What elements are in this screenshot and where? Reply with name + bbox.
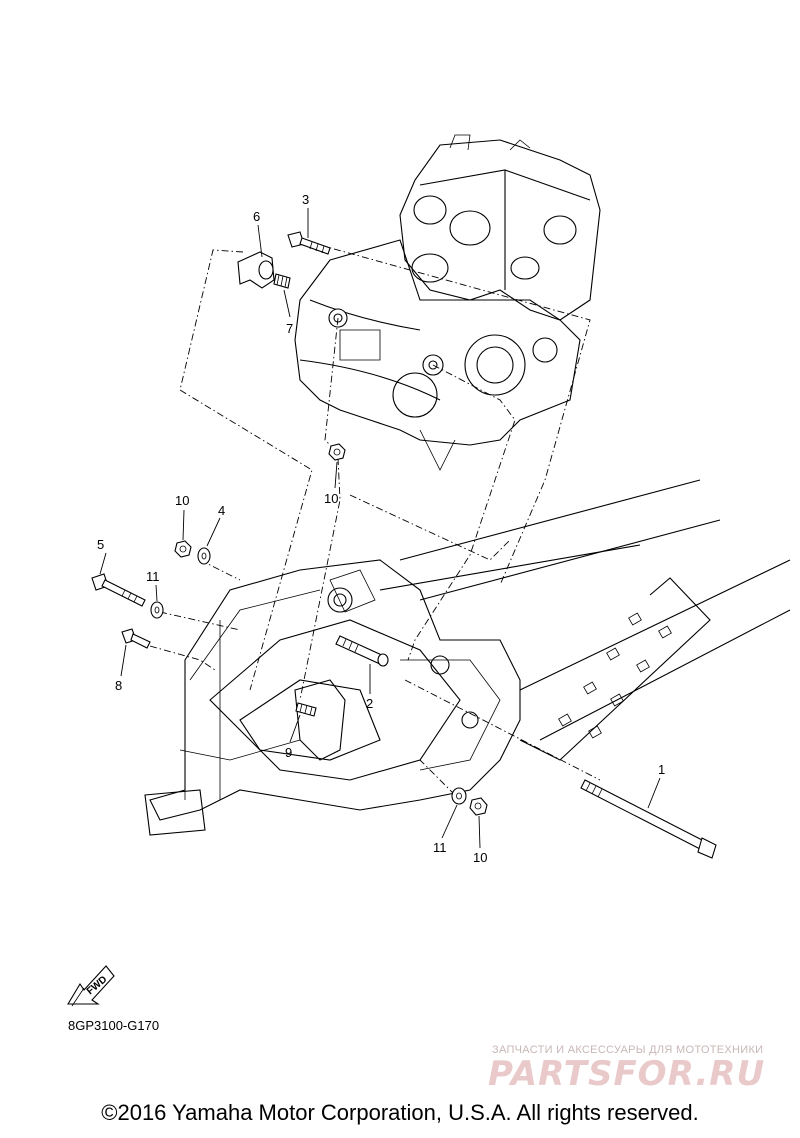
part-6-bracket xyxy=(237,251,275,289)
part-9-stud xyxy=(295,702,317,717)
callout-10-right: 10 xyxy=(473,850,487,865)
fwd-arrow-icon: FWD xyxy=(67,965,115,1007)
part-11-washer-right xyxy=(451,787,467,805)
callout-10-engine: 10 xyxy=(324,491,338,506)
callout-11-right: 11 xyxy=(433,840,447,855)
callout-7: 7 xyxy=(286,321,293,336)
engine-assembly xyxy=(294,134,601,471)
watermark-logo: PARTSFOR.RU xyxy=(488,1054,766,1094)
part-4-washer xyxy=(197,547,211,565)
callout-8: 8 xyxy=(115,678,122,693)
part-10-nut-left xyxy=(174,540,192,558)
part-1-long-bolt xyxy=(580,779,717,859)
part-10-nut-engine xyxy=(328,443,346,461)
callout-11-left: 11 xyxy=(146,569,160,584)
watermark-tagline: ЗАПЧАСТИ И АКСЕССУАРЫ ДЛЯ МОТОТЕХНИКИ xyxy=(492,1044,764,1056)
chassis-frame xyxy=(144,479,791,836)
part-2-stud xyxy=(335,635,389,667)
callout-4: 4 xyxy=(218,503,225,518)
part-3-bolt xyxy=(287,231,331,255)
part-8-bolt xyxy=(121,628,151,649)
part-11-washer-left xyxy=(150,601,164,619)
callout-5: 5 xyxy=(97,537,104,552)
part-10-nut-right xyxy=(469,797,488,816)
copyright-notice: ©2016 Yamaha Motor Corporation, U.S.A. A… xyxy=(101,1100,699,1125)
callout-6: 6 xyxy=(253,209,260,224)
callout-1: 1 xyxy=(658,762,665,777)
callout-9: 9 xyxy=(285,745,292,760)
callout-2: 2 xyxy=(366,696,373,711)
callouts: 3 6 7 10 10 4 5 11 8 2 9 11 10 1 xyxy=(97,192,665,865)
part-code: 8GP3100-G170 xyxy=(68,1018,160,1033)
part-7-stud xyxy=(273,273,291,289)
assembly-lines xyxy=(149,244,601,796)
callout-3: 3 xyxy=(302,192,309,207)
parts xyxy=(91,231,717,859)
part-5-bolt xyxy=(91,573,146,607)
leader-lines xyxy=(99,208,661,849)
callout-10-left: 10 xyxy=(175,493,189,508)
